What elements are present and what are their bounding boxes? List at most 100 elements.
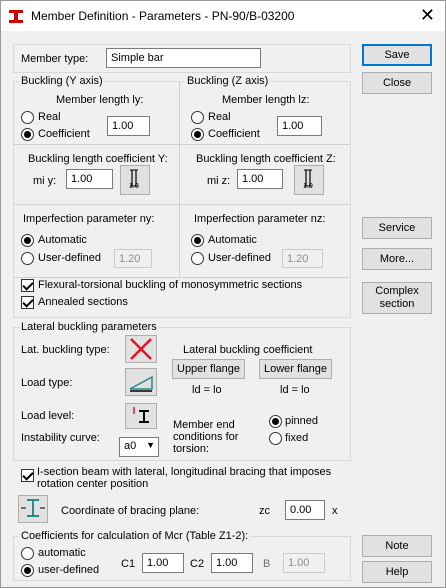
instability-curve-value: a0	[124, 440, 137, 452]
buckling-divider-3	[14, 277, 350, 278]
buckling-length-z-button[interactable]: 1.0	[294, 165, 324, 195]
b-input[interactable]: 1.00	[283, 553, 325, 573]
buckling-z-coefficient-radio[interactable]	[191, 128, 204, 141]
torsion-fixed-radio[interactable]	[269, 432, 282, 445]
annealed-sections-checkbox[interactable]	[21, 296, 34, 309]
chevron-down-icon: ▼	[146, 440, 155, 450]
imperfection-z-automatic-label: Automatic	[208, 234, 257, 246]
load-level-icon	[133, 407, 149, 423]
annealed-sections-label: Annealed sections	[38, 296, 128, 308]
buckling-y-coefficient-radio[interactable]	[21, 128, 34, 141]
imperfection-z-user-radio[interactable]	[191, 252, 204, 265]
buckling-length-z-icon-text: 1.0	[303, 183, 313, 190]
help-button[interactable]: Help	[362, 561, 432, 583]
imperfection-y-input[interactable]: 1.20	[114, 249, 152, 268]
buckling-length-icon	[130, 169, 138, 187]
bracing-checkbox[interactable]	[21, 469, 34, 482]
b-label: B	[263, 558, 271, 570]
c2-label: C2	[190, 558, 205, 570]
member-length-y-input[interactable]: 1.00	[107, 116, 150, 136]
ld-lower-label: ld = lo	[280, 384, 310, 396]
load-type-button[interactable]	[125, 368, 157, 396]
torsion-pinned-label: pinned	[285, 415, 319, 427]
complex-section-button[interactable]: Complex section	[362, 282, 432, 314]
c1-input[interactable]: 1.00	[142, 553, 184, 573]
mcr-user-defined-radio[interactable]	[21, 564, 34, 577]
member-end-conditions-label: Member end conditions for torsion:	[173, 419, 239, 455]
mi-z-input[interactable]: 1.00	[237, 169, 283, 189]
mi-y-input[interactable]: 1.00	[66, 169, 113, 189]
member-length-y-label: Member length ly:	[56, 94, 144, 106]
buckling-length-coefficient-z-label: Buckling length coefficient Z:	[196, 153, 336, 165]
window-title: Member Definition - Parameters - PN-90/B…	[31, 9, 295, 23]
more-button[interactable]: More...	[362, 248, 432, 270]
lateral-buckling-group	[13, 327, 351, 461]
torsion-pinned-radio[interactable]	[269, 415, 282, 428]
c1-label: C1	[121, 558, 136, 570]
red-x-icon	[130, 338, 152, 360]
instability-curve-label: Instability curve:	[21, 432, 100, 444]
buckling-z-real-label: Real	[208, 111, 231, 123]
buckling-divider-2	[14, 204, 350, 205]
note-button[interactable]: Note	[362, 535, 432, 557]
bracing-section-icon	[21, 499, 45, 517]
imperfection-z-input[interactable]: 1.20	[282, 249, 323, 268]
imperfection-y-user-radio[interactable]	[21, 252, 34, 265]
load-level-label: Load level:	[21, 410, 75, 422]
bracing-label: I-section beam with lateral, longitudina…	[37, 466, 332, 490]
buckling-y-title: Buckling (Y axis)	[19, 75, 105, 87]
imperfection-z-user-label: User-defined	[208, 252, 271, 264]
buckling-length-coefficient-y-label: Buckling length coefficient Y:	[28, 153, 168, 165]
close-icon[interactable]: ✕	[419, 5, 435, 25]
buckling-y-real-radio[interactable]	[21, 111, 34, 124]
buckling-z-title: Buckling (Z axis)	[185, 75, 271, 87]
buckling-group	[13, 81, 351, 318]
upper-flange-button[interactable]: Upper flange	[172, 359, 245, 379]
torsion-fixed-label: fixed	[285, 432, 309, 444]
member-type-field[interactable]: Simple bar	[106, 48, 261, 68]
zc-input[interactable]: 0.00	[285, 500, 325, 520]
member-length-z-input[interactable]: 1.00	[277, 116, 322, 136]
imperfection-y-automatic-radio[interactable]	[21, 234, 34, 247]
service-button[interactable]: Service	[362, 217, 432, 239]
lat-buckling-type-button[interactable]	[125, 335, 157, 363]
buckling-divider-1	[14, 144, 350, 145]
bracing-coordinate-label: Coordinate of bracing plane:	[61, 505, 200, 517]
lat-buckling-type-label: Lat. buckling type:	[21, 344, 110, 356]
imperfection-z-automatic-radio[interactable]	[191, 234, 204, 247]
flexural-torsional-checkbox[interactable]	[21, 279, 34, 292]
buckling-z-coefficient-label: Coefficient	[208, 128, 260, 140]
lower-flange-button[interactable]: Lower flange	[259, 359, 332, 379]
imperfection-y-user-label: User-defined	[38, 252, 101, 264]
buckling-divider	[179, 82, 180, 278]
member-length-z-label: Member length lz:	[222, 94, 310, 106]
imperfection-z-title: Imperfection parameter nz:	[194, 213, 326, 225]
zc-unit-label: x	[332, 505, 338, 517]
buckling-length-icon	[304, 169, 312, 187]
c2-input[interactable]: 1.00	[211, 553, 253, 573]
imperfection-y-title: Imperfection parameter ny:	[23, 213, 155, 225]
buckling-z-real-radio[interactable]	[191, 111, 204, 124]
member-type-label: Member type:	[21, 53, 89, 65]
mi-z-label: mi z:	[207, 175, 231, 187]
close-button[interactable]: Close	[362, 72, 432, 94]
load-type-icon	[129, 375, 153, 392]
zc-label: zc	[259, 505, 270, 517]
buckling-length-y-button[interactable]: 1.0	[120, 165, 150, 195]
title-bar: Member Definition - Parameters - PN-90/B…	[1, 1, 445, 31]
bracing-button[interactable]	[18, 495, 48, 523]
load-level-button[interactable]	[125, 403, 157, 429]
lateral-buckling-title: Lateral buckling parameters	[19, 321, 159, 333]
buckling-y-real-label: Real	[38, 111, 61, 123]
save-button[interactable]: Save	[362, 44, 432, 66]
ld-upper-label: ld = lo	[192, 384, 222, 396]
instability-curve-select[interactable]: a0 ▼	[119, 437, 159, 457]
mcr-automatic-label: automatic	[38, 547, 86, 559]
buckling-y-coefficient-label: Coefficient	[38, 128, 90, 140]
lateral-buckling-coefficient-title: Lateral buckling coefficient	[183, 344, 313, 356]
mcr-automatic-radio[interactable]	[21, 547, 34, 560]
buckling-length-y-icon-text: 1.0	[129, 183, 139, 190]
load-type-label: Load type:	[21, 377, 73, 389]
member-type-group	[13, 44, 351, 73]
